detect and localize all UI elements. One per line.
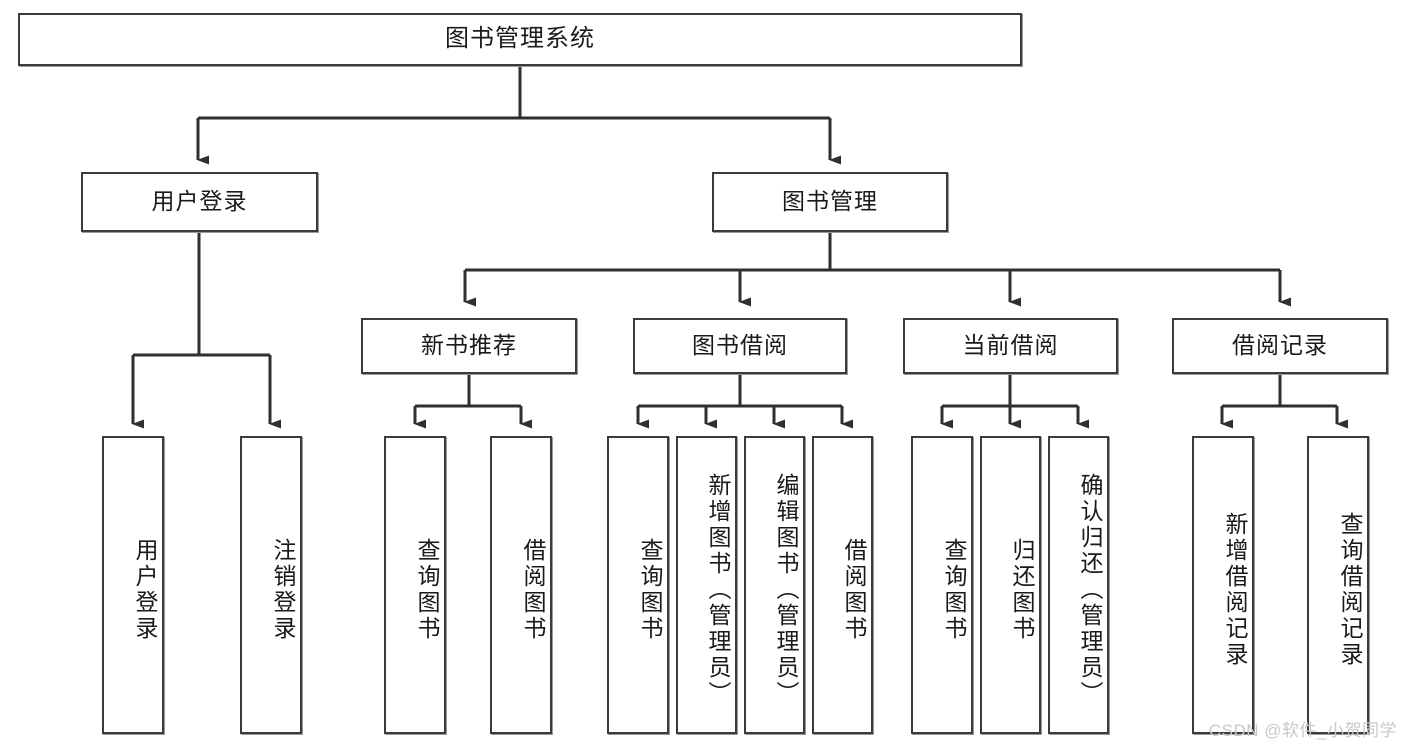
node-root-system[interactable]: 图书管理系统 bbox=[18, 13, 1022, 66]
leaf-add-borrow-record[interactable]: 新增借阅记录 bbox=[1192, 436, 1254, 734]
leaf-edit-book-admin[interactable]: 编辑图书（管理员） bbox=[744, 436, 805, 734]
leaf-borrow-book-recommend[interactable]: 借阅图书 bbox=[490, 436, 552, 734]
leaf-query-book-current[interactable]: 查询图书 bbox=[911, 436, 973, 734]
leaf-query-book-borrow[interactable]: 查询图书 bbox=[607, 436, 669, 734]
node-user-login[interactable]: 用户登录 bbox=[81, 172, 318, 232]
leaf-borrow-book[interactable]: 借阅图书 bbox=[812, 436, 873, 734]
watermark-text: CSDN @软件_小贺同学 bbox=[1208, 721, 1397, 740]
node-book-borrow[interactable]: 图书借阅 bbox=[633, 318, 847, 374]
node-book-management[interactable]: 图书管理 bbox=[712, 172, 948, 232]
node-new-book-recommend[interactable]: 新书推荐 bbox=[361, 318, 577, 374]
leaf-query-borrow-record[interactable]: 查询借阅记录 bbox=[1307, 436, 1369, 734]
leaf-add-book-admin[interactable]: 新增图书（管理员） bbox=[676, 436, 737, 734]
leaf-confirm-return-admin[interactable]: 确认归还（管理员） bbox=[1048, 436, 1109, 734]
leaf-user-login[interactable]: 用户登录 bbox=[102, 436, 164, 734]
leaf-query-book-recommend[interactable]: 查询图书 bbox=[384, 436, 446, 734]
leaf-return-book[interactable]: 归还图书 bbox=[980, 436, 1041, 734]
node-current-borrow[interactable]: 当前借阅 bbox=[903, 318, 1118, 374]
leaf-logout[interactable]: 注销登录 bbox=[240, 436, 302, 734]
node-borrow-records[interactable]: 借阅记录 bbox=[1172, 318, 1388, 374]
